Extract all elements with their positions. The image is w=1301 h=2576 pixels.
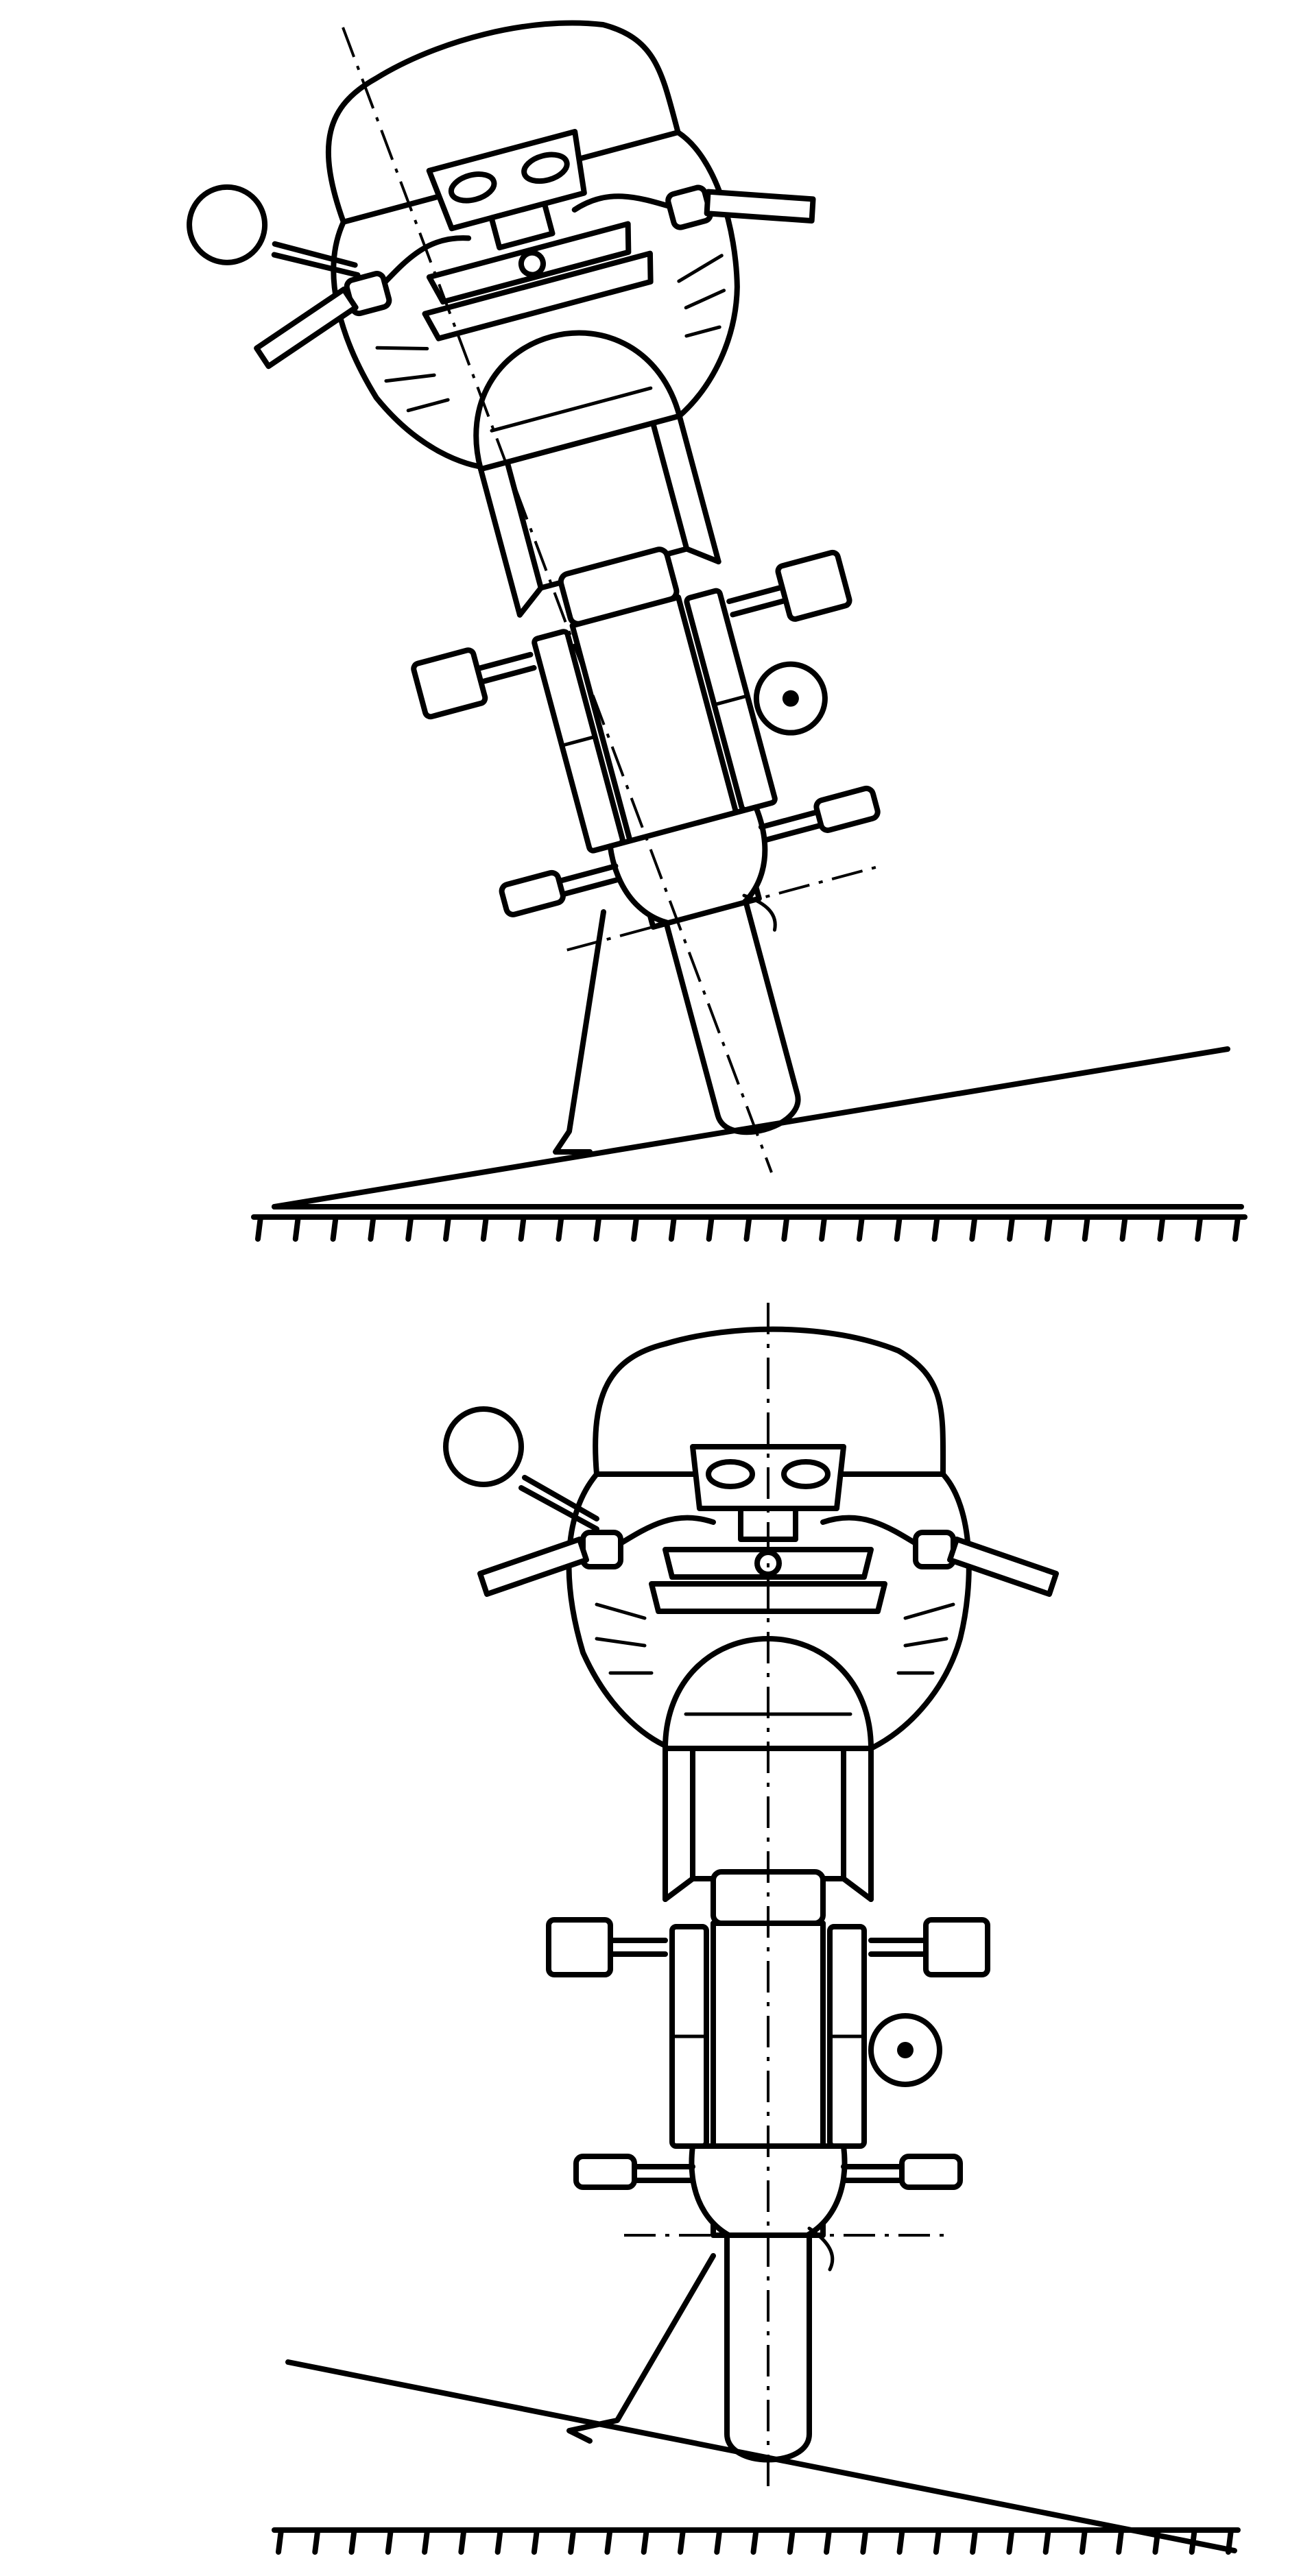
ruler-tick bbox=[787, 2527, 796, 2555]
ruler-tick bbox=[1157, 1214, 1166, 1242]
motorcycle-upright bbox=[446, 1329, 1056, 2460]
ruler-tick bbox=[969, 1214, 978, 1242]
ruler-tick bbox=[1006, 2527, 1015, 2555]
view-upright bbox=[272, 1303, 1241, 2555]
ruler-tick bbox=[931, 1214, 940, 1242]
slope-line-bottom bbox=[285, 2359, 1237, 2553]
ruler-tick bbox=[556, 1214, 564, 1242]
view-leaning bbox=[160, 0, 1248, 1242]
side-stand-upright bbox=[566, 2253, 716, 2444]
motorcycle-leaning bbox=[160, 0, 1042, 1213]
ruler-tick bbox=[677, 2527, 686, 2555]
ruler-tick bbox=[348, 2527, 357, 2555]
ruler-tick bbox=[330, 1214, 339, 1242]
ruler-tick bbox=[593, 1214, 602, 1242]
ruler-tick bbox=[1226, 2527, 1234, 2555]
ruler-tick bbox=[1042, 2527, 1051, 2555]
ruler-tick bbox=[896, 2527, 905, 2555]
ruler-tick bbox=[750, 2527, 759, 2555]
ruler-tick bbox=[894, 1214, 903, 1242]
ruler-tick bbox=[1119, 1214, 1128, 1242]
ruler-tick bbox=[1232, 1214, 1241, 1242]
ruler-tick bbox=[405, 1214, 414, 1242]
center-axis-leaning bbox=[342, 27, 773, 1173]
ruler-tick bbox=[933, 2527, 942, 2555]
ruler-tick bbox=[1152, 2527, 1161, 2555]
ruler-tick bbox=[276, 2527, 284, 2555]
ruler-tick bbox=[1189, 2527, 1197, 2555]
ruler-tick bbox=[458, 2527, 467, 2555]
ruler-tick bbox=[255, 1214, 263, 1242]
ruler-tick bbox=[824, 2527, 833, 2555]
ruler-tick bbox=[706, 1214, 715, 1242]
ruler-tick bbox=[641, 2527, 649, 2555]
ruler-tick bbox=[518, 1214, 527, 1242]
ruler-tick bbox=[856, 1214, 865, 1242]
ruler-tick bbox=[743, 1214, 752, 1242]
ruler-tick bbox=[819, 1214, 828, 1242]
ruler-tick bbox=[531, 2527, 540, 2555]
ruler-tick bbox=[714, 2527, 723, 2555]
ruler-tick bbox=[781, 1214, 790, 1242]
ruler-tick bbox=[368, 1214, 377, 1242]
ruler-tick bbox=[1082, 1214, 1090, 1242]
scale-ruler-top bbox=[251, 1214, 1248, 1242]
ruler-tick bbox=[568, 2527, 577, 2555]
ruler-tick bbox=[422, 2527, 431, 2555]
scale-ruler-bottom bbox=[272, 2527, 1241, 2555]
ruler-tick bbox=[292, 1214, 301, 1242]
slope-line-top bbox=[272, 1046, 1230, 1209]
ruler-tick bbox=[668, 1214, 677, 1242]
ruler-tick bbox=[860, 2527, 869, 2555]
ruler-tick bbox=[604, 2527, 613, 2555]
ruler-tick bbox=[480, 1214, 489, 1242]
ruler-tick bbox=[1195, 1214, 1204, 1242]
ruler-tick bbox=[494, 2527, 503, 2555]
ruler-tick bbox=[312, 2527, 321, 2555]
ruler-tick bbox=[385, 2527, 394, 2555]
ruler-tick bbox=[631, 1214, 640, 1242]
ruler-tick bbox=[1116, 2527, 1125, 2555]
ruler-tick bbox=[1044, 1214, 1053, 1242]
ruler-tick bbox=[1079, 2527, 1088, 2555]
ruler-tick bbox=[1007, 1214, 1016, 1242]
side-stand-leaning bbox=[553, 909, 606, 1155]
ruler-tick bbox=[443, 1214, 452, 1242]
ruler-tick bbox=[970, 2527, 979, 2555]
